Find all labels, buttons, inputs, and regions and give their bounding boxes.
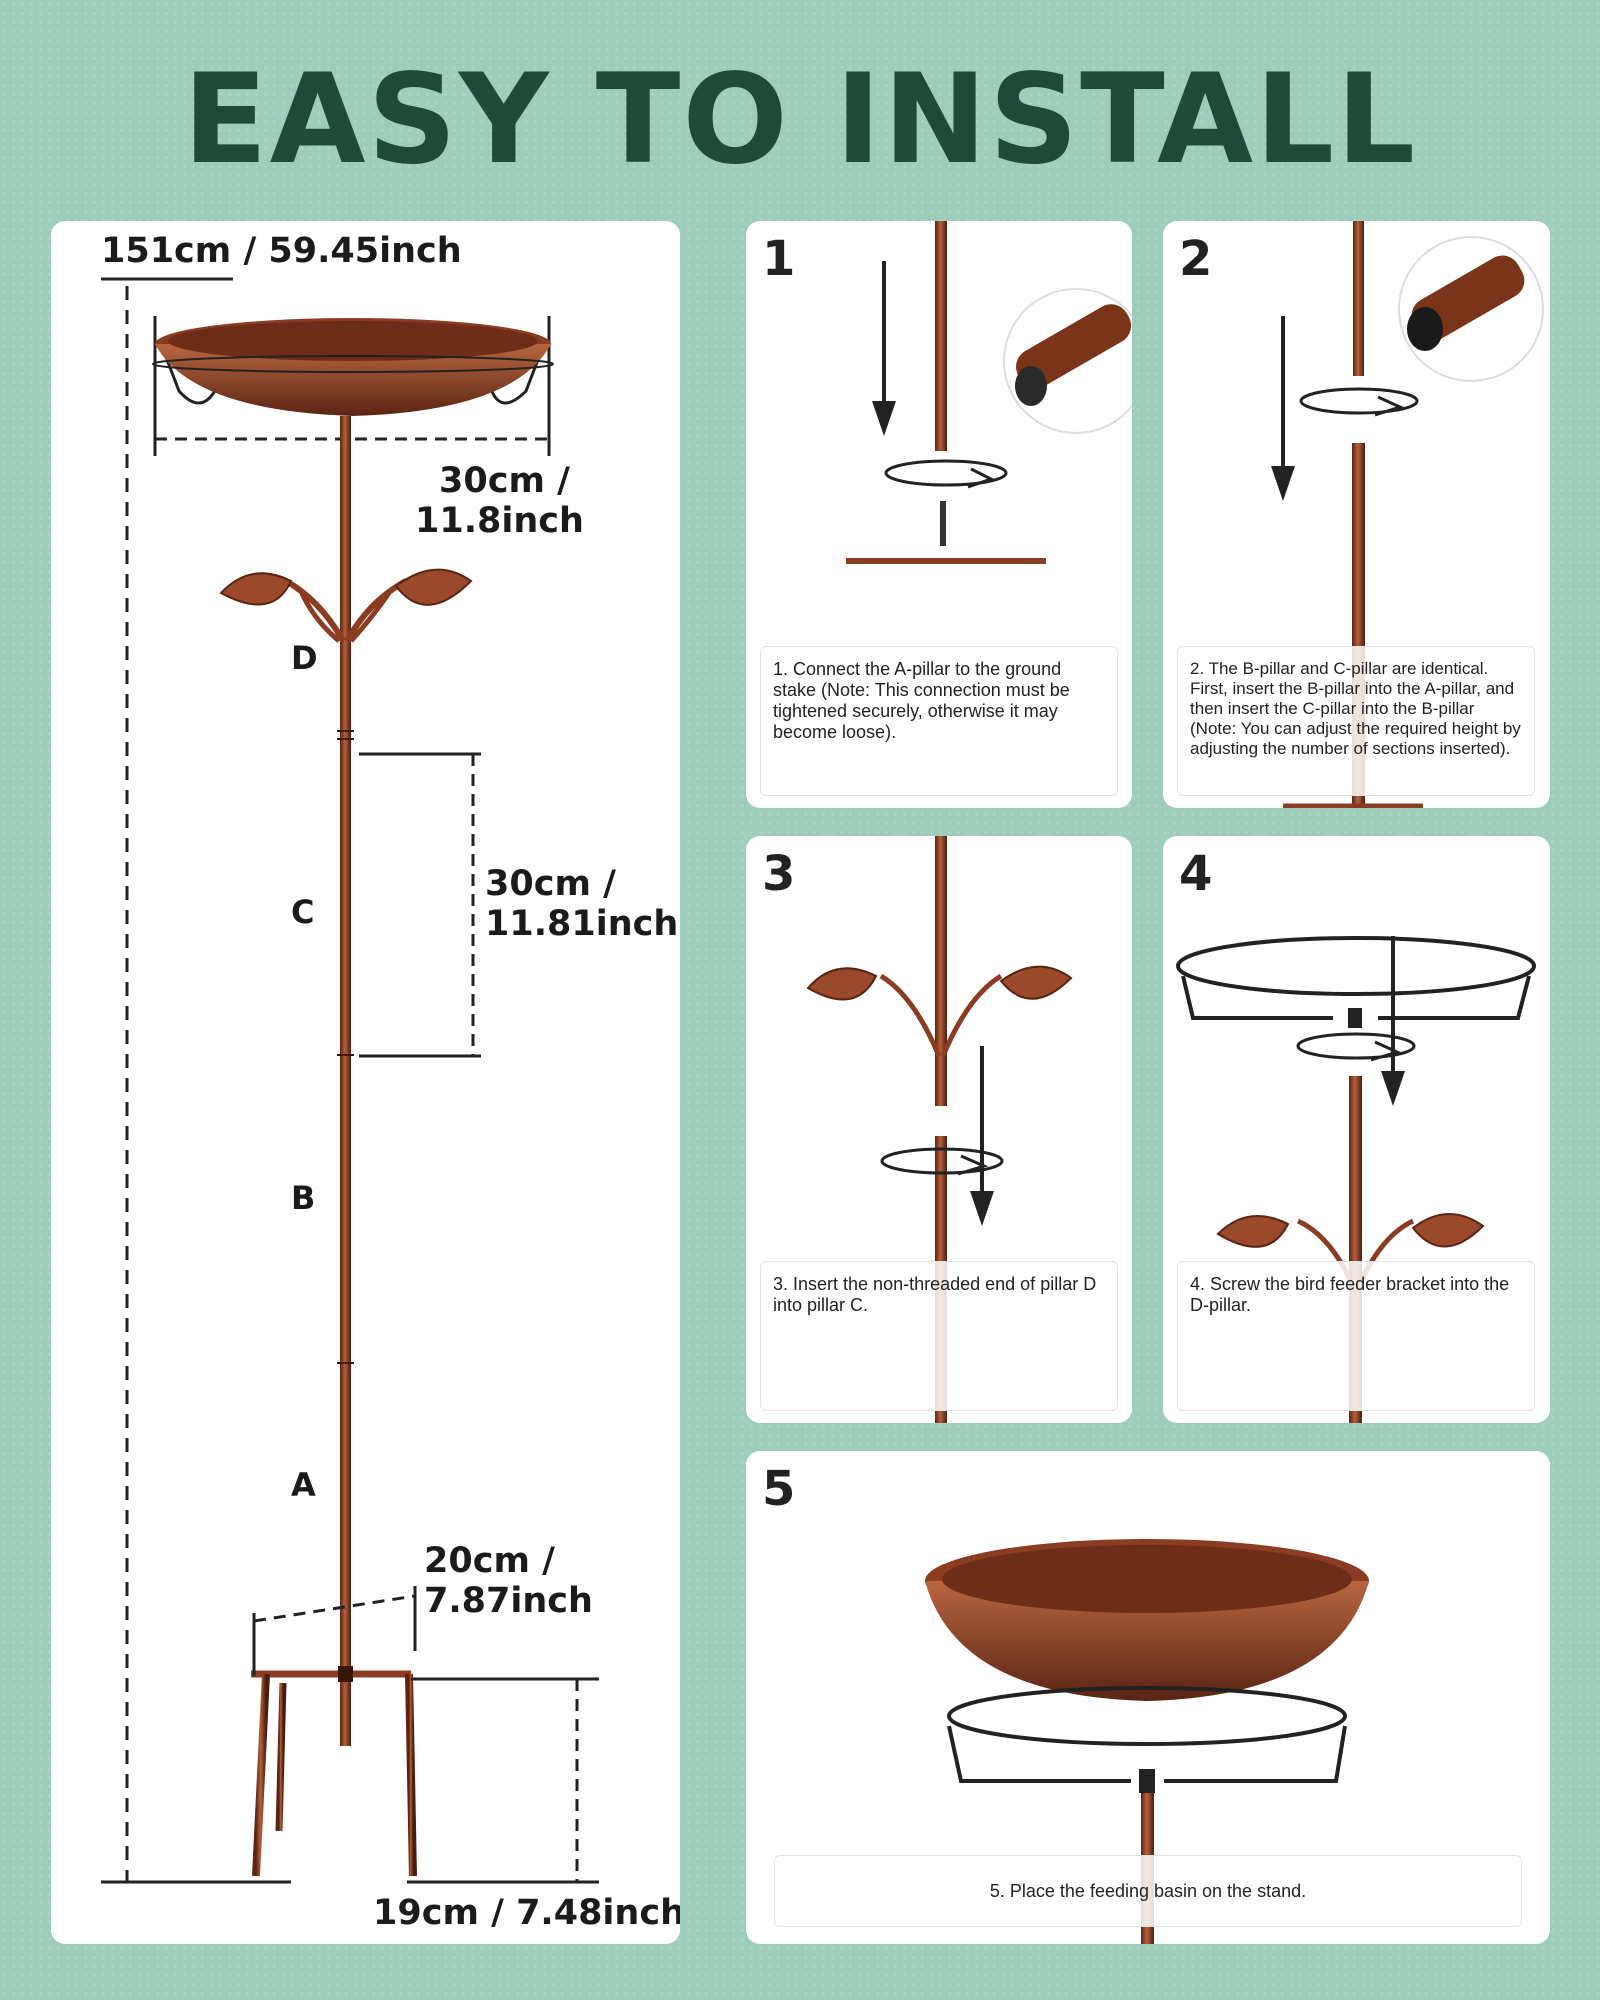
stake-width-label-line2: 7.87inch [424, 1581, 593, 1621]
pillar-label-d: D [291, 639, 318, 677]
step-2-caption: 2. The B-pillar and C-pillar are identic… [1177, 646, 1535, 796]
step-3-number: 3 [762, 846, 796, 902]
step-4-card: 4 4. Screw the bird feeder bracket into … [1163, 836, 1550, 1423]
step-1-number: 1 [762, 231, 796, 287]
step-5-caption: 5. Place the feeding basin on the stand. [774, 1855, 1522, 1927]
step-4-caption: 4. Screw the bird feeder bracket into th… [1177, 1261, 1535, 1411]
step-5-illustration [925, 1539, 1369, 1944]
basin [152, 318, 554, 416]
page-title: EASY TO INSTALL [182, 48, 1418, 192]
main-pole [340, 416, 351, 1746]
section-length-label-line2: 11.81inch [485, 904, 679, 944]
stake-depth-label: 19cm / 7.48inch [373, 1893, 680, 1933]
assembled-birdbath-illustration [101, 277, 599, 1884]
step-3-caption: 3. Insert the non-threaded end of pillar… [760, 1261, 1118, 1411]
leaf-ornament [219, 568, 473, 643]
stake-width-label-line1: 20cm / [424, 1541, 555, 1581]
pillar-label-b: B [291, 1179, 316, 1217]
step-3-card: 3 3. Insert the non-threaded end of pill… [746, 836, 1132, 1423]
step-1-caption: 1. Connect the A-pillar to the ground st… [760, 646, 1118, 796]
section-length-label-line1: 30cm / [485, 864, 616, 904]
step-1-card: 1 1. Connect the A-pillar to the ground … [746, 221, 1132, 808]
pillar-label-a: A [291, 1466, 316, 1504]
step-2-card: 2 2. The B-pillar and C-pillar are ident… [1163, 221, 1550, 808]
step-5-number: 5 [762, 1461, 796, 1517]
step-4-number: 4 [1179, 846, 1213, 902]
pillar-label-c: C [291, 893, 315, 931]
dimensions-card: 151cm / 59.45inch 30cm / 11.8inch 30cm /… [51, 221, 680, 1944]
total-height-label: 151cm / 59.45inch [101, 231, 462, 271]
basin-width-label-line1: 30cm / [439, 461, 570, 501]
step-5-card: 5 5. Place the feeding basin on the stan… [746, 1451, 1550, 1944]
step-2-number: 2 [1179, 231, 1213, 287]
ground-stake [251, 1666, 417, 1877]
basin-width-label-line2: 11.8inch [415, 501, 584, 541]
